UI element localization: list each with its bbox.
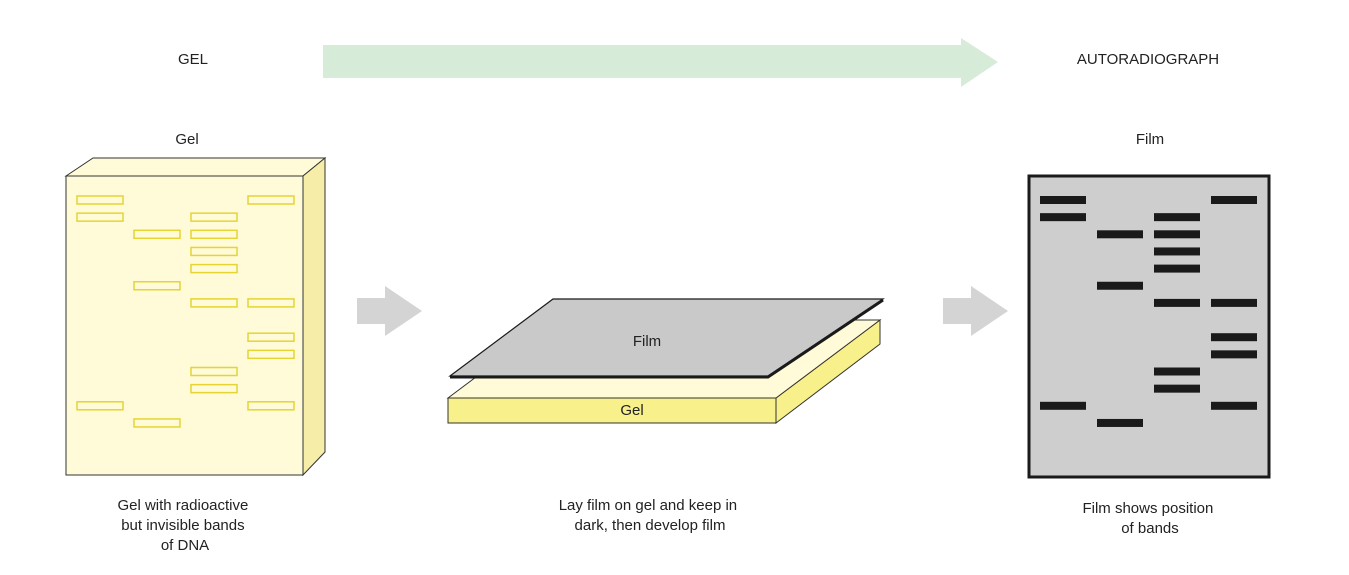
gel-band <box>247 332 295 342</box>
film-band <box>1154 230 1200 239</box>
stack-film-label: Film <box>633 333 661 350</box>
process-arrow <box>323 38 998 87</box>
stack-caption-line: dark, then develop film <box>575 517 726 534</box>
film-band <box>1097 281 1143 290</box>
stack-caption-line: Lay film on gel and keep in <box>559 497 737 514</box>
step-arrow-2 <box>943 286 1008 336</box>
film-band <box>1211 196 1257 204</box>
gel-band <box>190 383 238 394</box>
gel-band <box>247 401 295 411</box>
gel-band <box>190 212 238 222</box>
step-arrow-1 <box>357 286 422 336</box>
film-band <box>1154 247 1200 256</box>
gel-caption-line: of DNA <box>161 537 209 554</box>
gel-band <box>133 281 181 291</box>
film-band <box>1154 264 1200 273</box>
gel-header-label: GEL <box>178 51 208 68</box>
gel-band <box>190 246 238 257</box>
gel-band <box>76 401 124 411</box>
developed-film <box>1027 174 1271 479</box>
film-caption-line: Film shows position <box>1082 500 1213 517</box>
stack-film-edge <box>450 298 884 379</box>
film-band <box>1040 401 1086 410</box>
film-band <box>1097 230 1143 239</box>
gel-band <box>190 229 238 240</box>
gel-bands <box>76 195 295 428</box>
film-on-gel-stack <box>446 298 885 425</box>
gel-band <box>76 195 124 205</box>
film-band <box>1154 367 1200 376</box>
film-band <box>1211 350 1257 359</box>
gel-title: Gel <box>175 131 198 148</box>
stack-caption: Lay film on gel and keep in dark, then d… <box>559 497 742 534</box>
gel-band <box>133 229 181 240</box>
film-band <box>1211 298 1257 307</box>
gel-caption: Gel with radioactive but invisible bands… <box>117 497 252 554</box>
film-band <box>1097 418 1143 427</box>
gel-band <box>190 298 238 308</box>
film-band <box>1154 384 1200 393</box>
gel-caption-line: but invisible bands <box>121 517 244 534</box>
gel-band <box>190 366 238 377</box>
gel-band <box>247 195 295 205</box>
gel-band <box>190 263 238 274</box>
film-caption: Film shows position of bands <box>1082 500 1217 537</box>
film-band <box>1211 333 1257 342</box>
film-band <box>1154 298 1200 307</box>
film-band <box>1040 196 1086 204</box>
gel-band <box>76 212 124 222</box>
gel-band <box>247 298 295 308</box>
film-band <box>1211 401 1257 410</box>
film-sheet <box>1027 174 1271 479</box>
film-caption-line: of bands <box>1121 520 1179 537</box>
gel-band <box>247 349 295 360</box>
film-title: Film <box>1136 131 1164 148</box>
gel-band <box>133 418 181 428</box>
film-band <box>1040 213 1086 222</box>
gel-block-top <box>64 157 327 177</box>
film-band <box>1154 213 1200 222</box>
gel-block-front <box>65 175 304 476</box>
gel-caption-line: Gel with radioactive <box>117 497 248 514</box>
gel-block-side <box>302 156 326 477</box>
autoradiograph-header-label: AUTORADIOGRAPH <box>1077 51 1219 68</box>
film-bands <box>1040 196 1257 427</box>
stack-gel-label: Gel <box>620 402 643 419</box>
stack-gel-front <box>447 397 777 424</box>
gel-block <box>64 156 327 477</box>
